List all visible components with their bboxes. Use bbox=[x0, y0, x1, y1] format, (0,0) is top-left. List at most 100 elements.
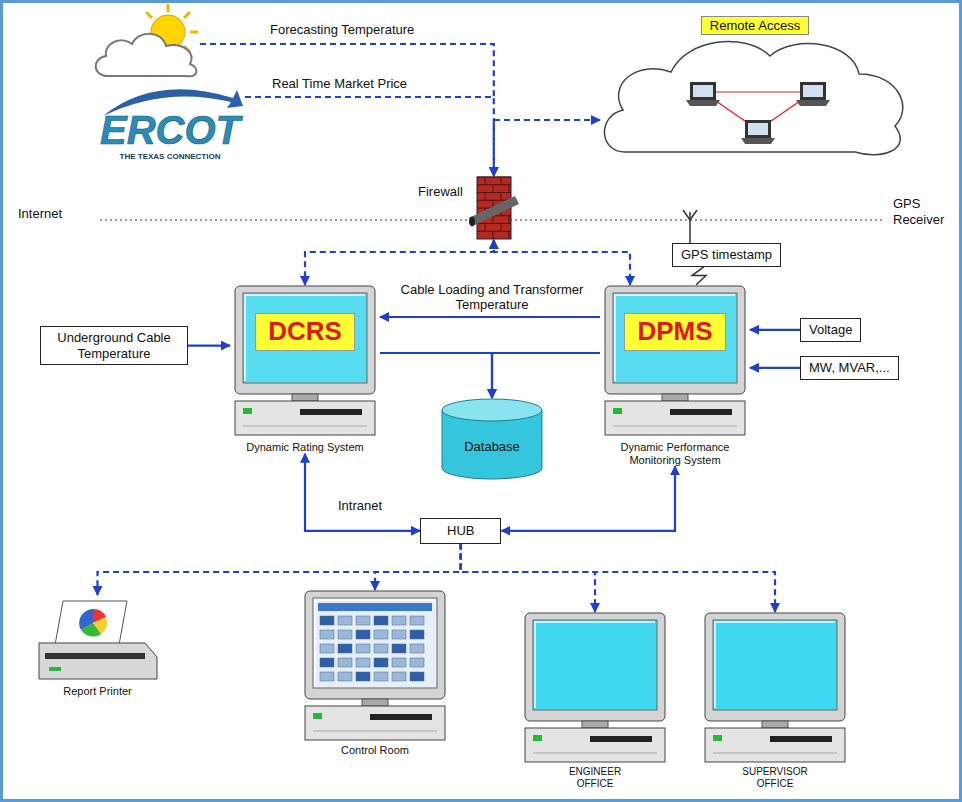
icon-part bbox=[356, 672, 370, 681]
icon-part bbox=[508, 231, 509, 239]
icon-part bbox=[230, 285, 380, 437]
connector bbox=[245, 97, 494, 176]
icon-part bbox=[705, 613, 845, 721]
icon-part bbox=[605, 401, 745, 435]
icon-part bbox=[374, 630, 388, 639]
icon-part bbox=[320, 658, 334, 667]
edge-label: Cable Loading and Transformer Temperatur… bbox=[390, 282, 594, 313]
icon-part bbox=[320, 616, 334, 625]
icon-part bbox=[235, 286, 375, 394]
icon-part bbox=[392, 644, 406, 653]
icon-part bbox=[796, 100, 830, 106]
connector bbox=[188, 344, 230, 346]
connector bbox=[305, 454, 420, 531]
icon-part bbox=[356, 644, 370, 653]
icon-part bbox=[533, 753, 657, 754]
icon-part bbox=[604, 41, 902, 154]
icon-part bbox=[705, 728, 845, 762]
zone-label: Forecasting Temperature bbox=[270, 22, 414, 38]
supervisor-computer: SUPERVISOR OFFICE bbox=[700, 612, 850, 789]
connector bbox=[494, 240, 630, 285]
icon-part bbox=[356, 658, 370, 667]
icon-part bbox=[613, 426, 737, 427]
connector bbox=[305, 240, 494, 285]
connector bbox=[375, 544, 461, 590]
icon-part bbox=[243, 293, 367, 383]
icon-part bbox=[392, 658, 406, 667]
icon-part bbox=[525, 728, 665, 762]
control-room-computer: Control Room bbox=[300, 590, 450, 757]
icon-part bbox=[800, 82, 826, 100]
icon-part bbox=[477, 192, 511, 193]
icon-part bbox=[484, 193, 485, 201]
input-box: Voltage bbox=[800, 318, 861, 342]
icon-part bbox=[338, 644, 352, 653]
icon-part bbox=[313, 598, 437, 688]
icon-part bbox=[713, 735, 722, 741]
icon-part bbox=[535, 622, 655, 708]
icon-part bbox=[410, 658, 424, 667]
icon-part bbox=[715, 622, 835, 708]
hub-box: HUB bbox=[420, 518, 501, 544]
node-text: GPS timestamp bbox=[681, 247, 772, 263]
icon-part bbox=[292, 394, 318, 401]
icon-part bbox=[370, 714, 432, 720]
icon-part bbox=[305, 706, 445, 740]
icon-part bbox=[245, 295, 365, 381]
node-text: Remote Access bbox=[701, 16, 809, 35]
icon-part bbox=[410, 630, 424, 639]
icon-part bbox=[55, 601, 127, 645]
icon-part bbox=[235, 401, 375, 435]
feed-line bbox=[200, 44, 494, 97]
device-caption: ENGINEER OFFICE bbox=[555, 766, 635, 789]
icon-part bbox=[762, 721, 788, 728]
icon-part bbox=[590, 736, 652, 742]
icon-part bbox=[338, 616, 352, 625]
icon-part bbox=[484, 224, 485, 232]
icon-part bbox=[320, 644, 334, 653]
input-box: MW, MVAR,... bbox=[800, 356, 899, 380]
icon-part bbox=[39, 643, 157, 679]
icon-part bbox=[338, 630, 352, 639]
icon-part bbox=[508, 216, 509, 224]
icon-part bbox=[442, 399, 542, 421]
icon-part bbox=[803, 85, 823, 97]
icon-part bbox=[184, 12, 190, 18]
icon-part bbox=[693, 85, 713, 97]
icon-part bbox=[49, 667, 61, 671]
icon-part bbox=[500, 177, 501, 185]
engineer-computer: ENGINEER OFFICE bbox=[520, 612, 670, 789]
icon-part bbox=[356, 630, 370, 639]
icon-part bbox=[508, 185, 509, 193]
node-text: MW, MVAR,... bbox=[809, 360, 890, 376]
icon-part bbox=[392, 616, 406, 625]
icon-part bbox=[362, 699, 388, 706]
icon-part bbox=[469, 176, 519, 240]
icon-part bbox=[471, 200, 517, 222]
icon-part bbox=[500, 224, 501, 232]
system-caption: Dynamic Rating System bbox=[246, 441, 363, 454]
icon-part bbox=[374, 616, 388, 625]
connector bbox=[750, 329, 800, 331]
icon-part bbox=[477, 223, 511, 224]
icon-part bbox=[243, 426, 367, 427]
icon-part bbox=[392, 672, 406, 681]
icon-part bbox=[613, 408, 622, 414]
device-caption: SUPERVISOR OFFICE bbox=[730, 766, 820, 789]
icon-part bbox=[745, 120, 771, 138]
device-caption: Report Printer bbox=[63, 685, 131, 698]
firewall: Firewall bbox=[418, 176, 519, 240]
icon-part bbox=[500, 193, 501, 201]
icon-part bbox=[613, 293, 737, 383]
icon-part bbox=[318, 603, 432, 611]
icon-part bbox=[741, 138, 775, 144]
icon-part bbox=[243, 408, 252, 414]
system-caption: Dynamic Performance Monitoring System bbox=[602, 441, 748, 466]
icon-part bbox=[45, 653, 145, 659]
logo-tagline: THE TEXAS CONNECTION bbox=[95, 152, 245, 161]
icon-part bbox=[374, 658, 388, 667]
dpms-computer: DPMSDynamic Performance Monitoring Syste… bbox=[600, 285, 750, 466]
icon-part bbox=[683, 210, 697, 220]
